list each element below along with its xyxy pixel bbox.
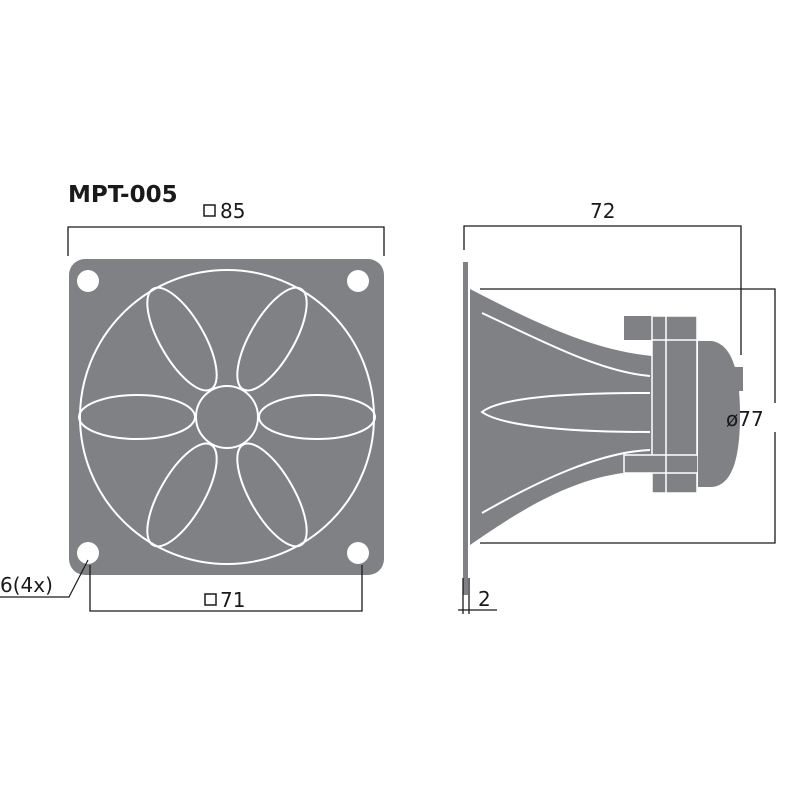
mounting-hole <box>347 542 369 564</box>
horn <box>470 289 652 545</box>
grille-hub <box>195 385 259 449</box>
width-dimension <box>67 226 385 256</box>
width-label: 85 <box>220 199 245 223</box>
front-view: 85 71 6(4x) <box>0 199 385 612</box>
hole-spacing-label: 71 <box>220 588 245 612</box>
diameter-dimension <box>480 288 776 403</box>
diameter-label: ø77 <box>726 407 764 431</box>
flange <box>463 262 468 595</box>
driver-cap <box>698 341 740 487</box>
square-icon <box>203 204 216 217</box>
mounting-hole <box>347 270 369 292</box>
side-view: 72 ø77 2 <box>458 199 776 614</box>
hole-leader-line <box>0 559 89 598</box>
grille <box>78 269 376 565</box>
terminal-tab <box>732 367 743 391</box>
hole-spacing-dimension <box>89 565 363 612</box>
depth-dimension <box>463 225 742 355</box>
square-icon <box>204 593 217 606</box>
mounting-holes <box>77 270 369 564</box>
model-title: MPT-005 <box>68 182 178 208</box>
mounting-hole <box>77 270 99 292</box>
horn-contours <box>480 312 651 514</box>
thickness-label: 2 <box>478 587 491 611</box>
lower-bracket <box>623 454 699 474</box>
mounting-hole <box>77 542 99 564</box>
depth-label: 72 <box>590 199 615 223</box>
thickness-dimension <box>458 578 497 614</box>
hole-label: 6(4x) <box>0 573 53 597</box>
